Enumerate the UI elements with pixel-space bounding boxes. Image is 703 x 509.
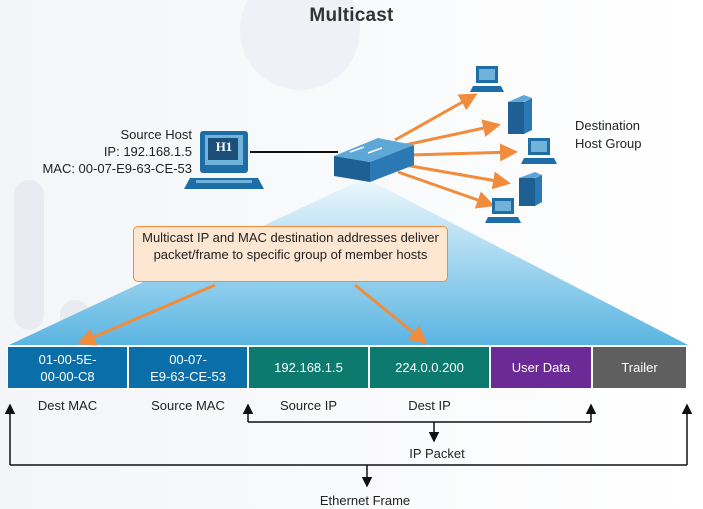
destination-server-icon [508, 95, 532, 134]
bg-decoration [240, 0, 360, 90]
source-host-ip: IP: 192.168.1.5 [103, 144, 192, 159]
ip-packet-bracket [242, 403, 597, 443]
diagram-title: Multicast [309, 5, 394, 26]
frame-label-dest-mac: Dest MAC [37, 398, 98, 413]
bg-decoration [14, 180, 44, 330]
destination-line-1: Destination [575, 118, 641, 133]
destination-line-2: Host Group [575, 136, 642, 151]
destination-laptop-icon [470, 66, 504, 92]
ethernet-frame-bracket [4, 403, 693, 488]
frame-field-dest-ip: 224.0.0.200 [369, 346, 490, 389]
callout-arrows [77, 283, 428, 346]
ip-packet-label: IP Packet [409, 446, 465, 461]
ethernet-frame-label: Ethernet Frame [319, 493, 411, 508]
callout-box: Multicast IP and MAC destination address… [133, 226, 448, 282]
multicast-arrows [394, 93, 518, 209]
h1-badge: H1 [215, 139, 233, 154]
frame-field-dest-mac: 01-00-5E- 00-00-C8 [7, 346, 128, 389]
frame-label-source-ip: Source IP [279, 398, 338, 413]
switch-icon [334, 138, 414, 182]
source-host-label: Source Host [120, 127, 192, 142]
frame-field-source-ip: 192.168.1.5 [248, 346, 369, 389]
destination-tower-icon [519, 172, 542, 206]
source-host-mac: MAC: 00-07-E9-63-CE-53 [42, 161, 192, 176]
frame-label-source-mac: Source MAC [151, 398, 225, 413]
source-host-computer-icon [184, 131, 264, 189]
destination-computer-icon [485, 198, 521, 223]
frame-field-source-mac: 00-07- E9-63-CE-53 [128, 346, 248, 389]
source-host-info: Source Host IP: 192.168.1.5 MAC: 00-07-E… [42, 126, 192, 177]
destination-laptop-icon [521, 138, 557, 164]
frame-label-dest-ip: Dest IP [408, 398, 451, 413]
frame-field-user-data: User Data [490, 346, 592, 389]
destination-host-group-label: Destination Host Group [575, 117, 641, 153]
frame-field-trailer: Trailer [592, 346, 687, 389]
